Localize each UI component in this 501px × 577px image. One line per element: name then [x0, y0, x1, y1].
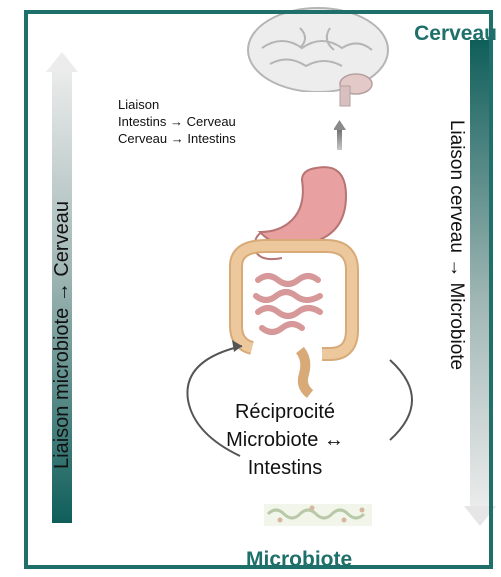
label-microbiote: Microbiote: [246, 548, 352, 572]
reciprocity-line3: Intestins: [210, 454, 360, 482]
liaison-brain-to-gut: Cerveau → Intestins: [118, 130, 328, 147]
left-axis-label: Liaison microbiote → Cerveau: [47, 145, 77, 525]
reciprocity-line2: Microbiote ↔: [210, 426, 360, 454]
reciprocity-label: Réciprocité Microbiote ↔ Intestins: [210, 398, 360, 482]
right-axis-label: Liaison cerveau → Microbiote: [441, 65, 471, 425]
liaison-box: Liaison Intestins → Cerveau Cerveau → In…: [112, 92, 334, 151]
liaison-gut-to-brain: Intestins → Cerveau: [118, 113, 328, 130]
label-cerveau: Cerveau: [414, 22, 497, 46]
liaison-title: Liaison: [118, 96, 328, 113]
reciprocity-line1: Réciprocité: [210, 398, 360, 426]
